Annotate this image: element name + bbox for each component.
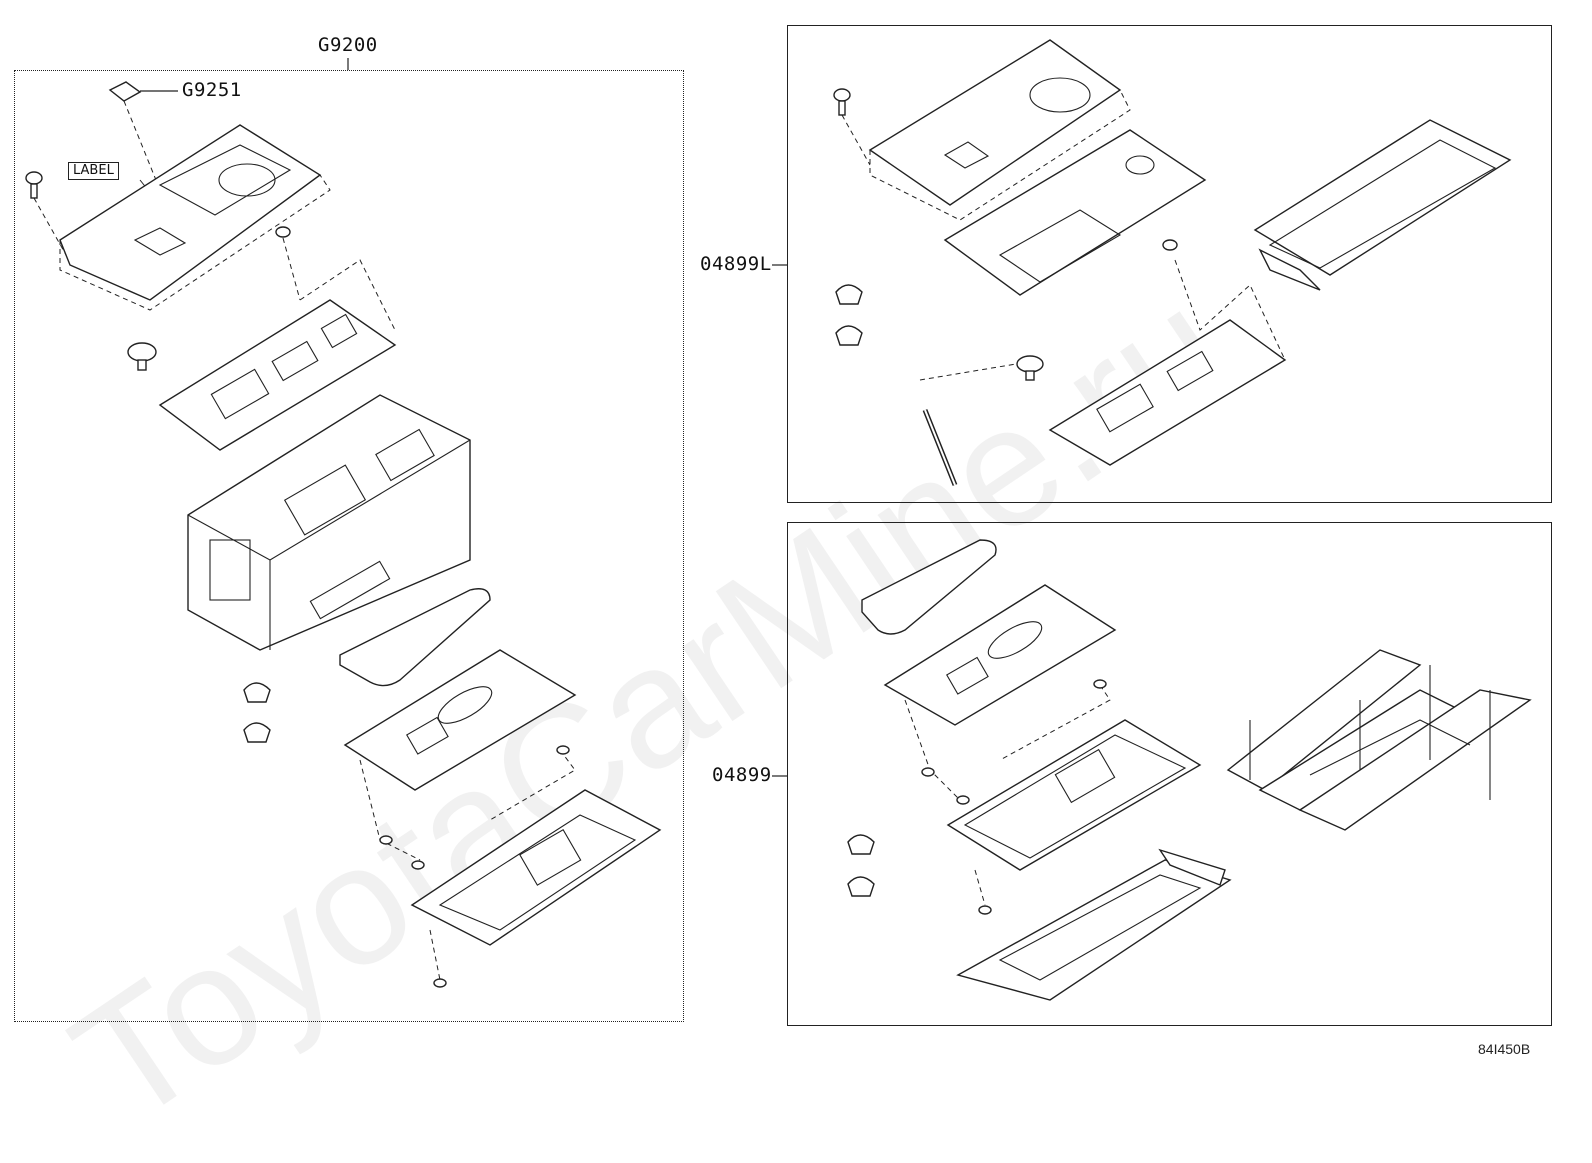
screw-icon bbox=[379, 745, 570, 988]
callout-label-part: G9251 bbox=[182, 79, 242, 101]
callout-assembly: G9200 bbox=[318, 34, 378, 56]
label-tag: LABEL bbox=[68, 162, 119, 180]
kit-frame bbox=[787, 522, 1552, 1026]
callout-kit: 04899 bbox=[712, 764, 772, 786]
parts-illustration bbox=[25, 39, 1532, 1001]
assembly-frame bbox=[14, 70, 684, 1022]
bolt-icon bbox=[25, 171, 43, 199]
kit-l-frame bbox=[787, 25, 1552, 503]
callout-kit-l: 04899L bbox=[700, 253, 772, 275]
document-id: 84I450B bbox=[1478, 1041, 1531, 1057]
